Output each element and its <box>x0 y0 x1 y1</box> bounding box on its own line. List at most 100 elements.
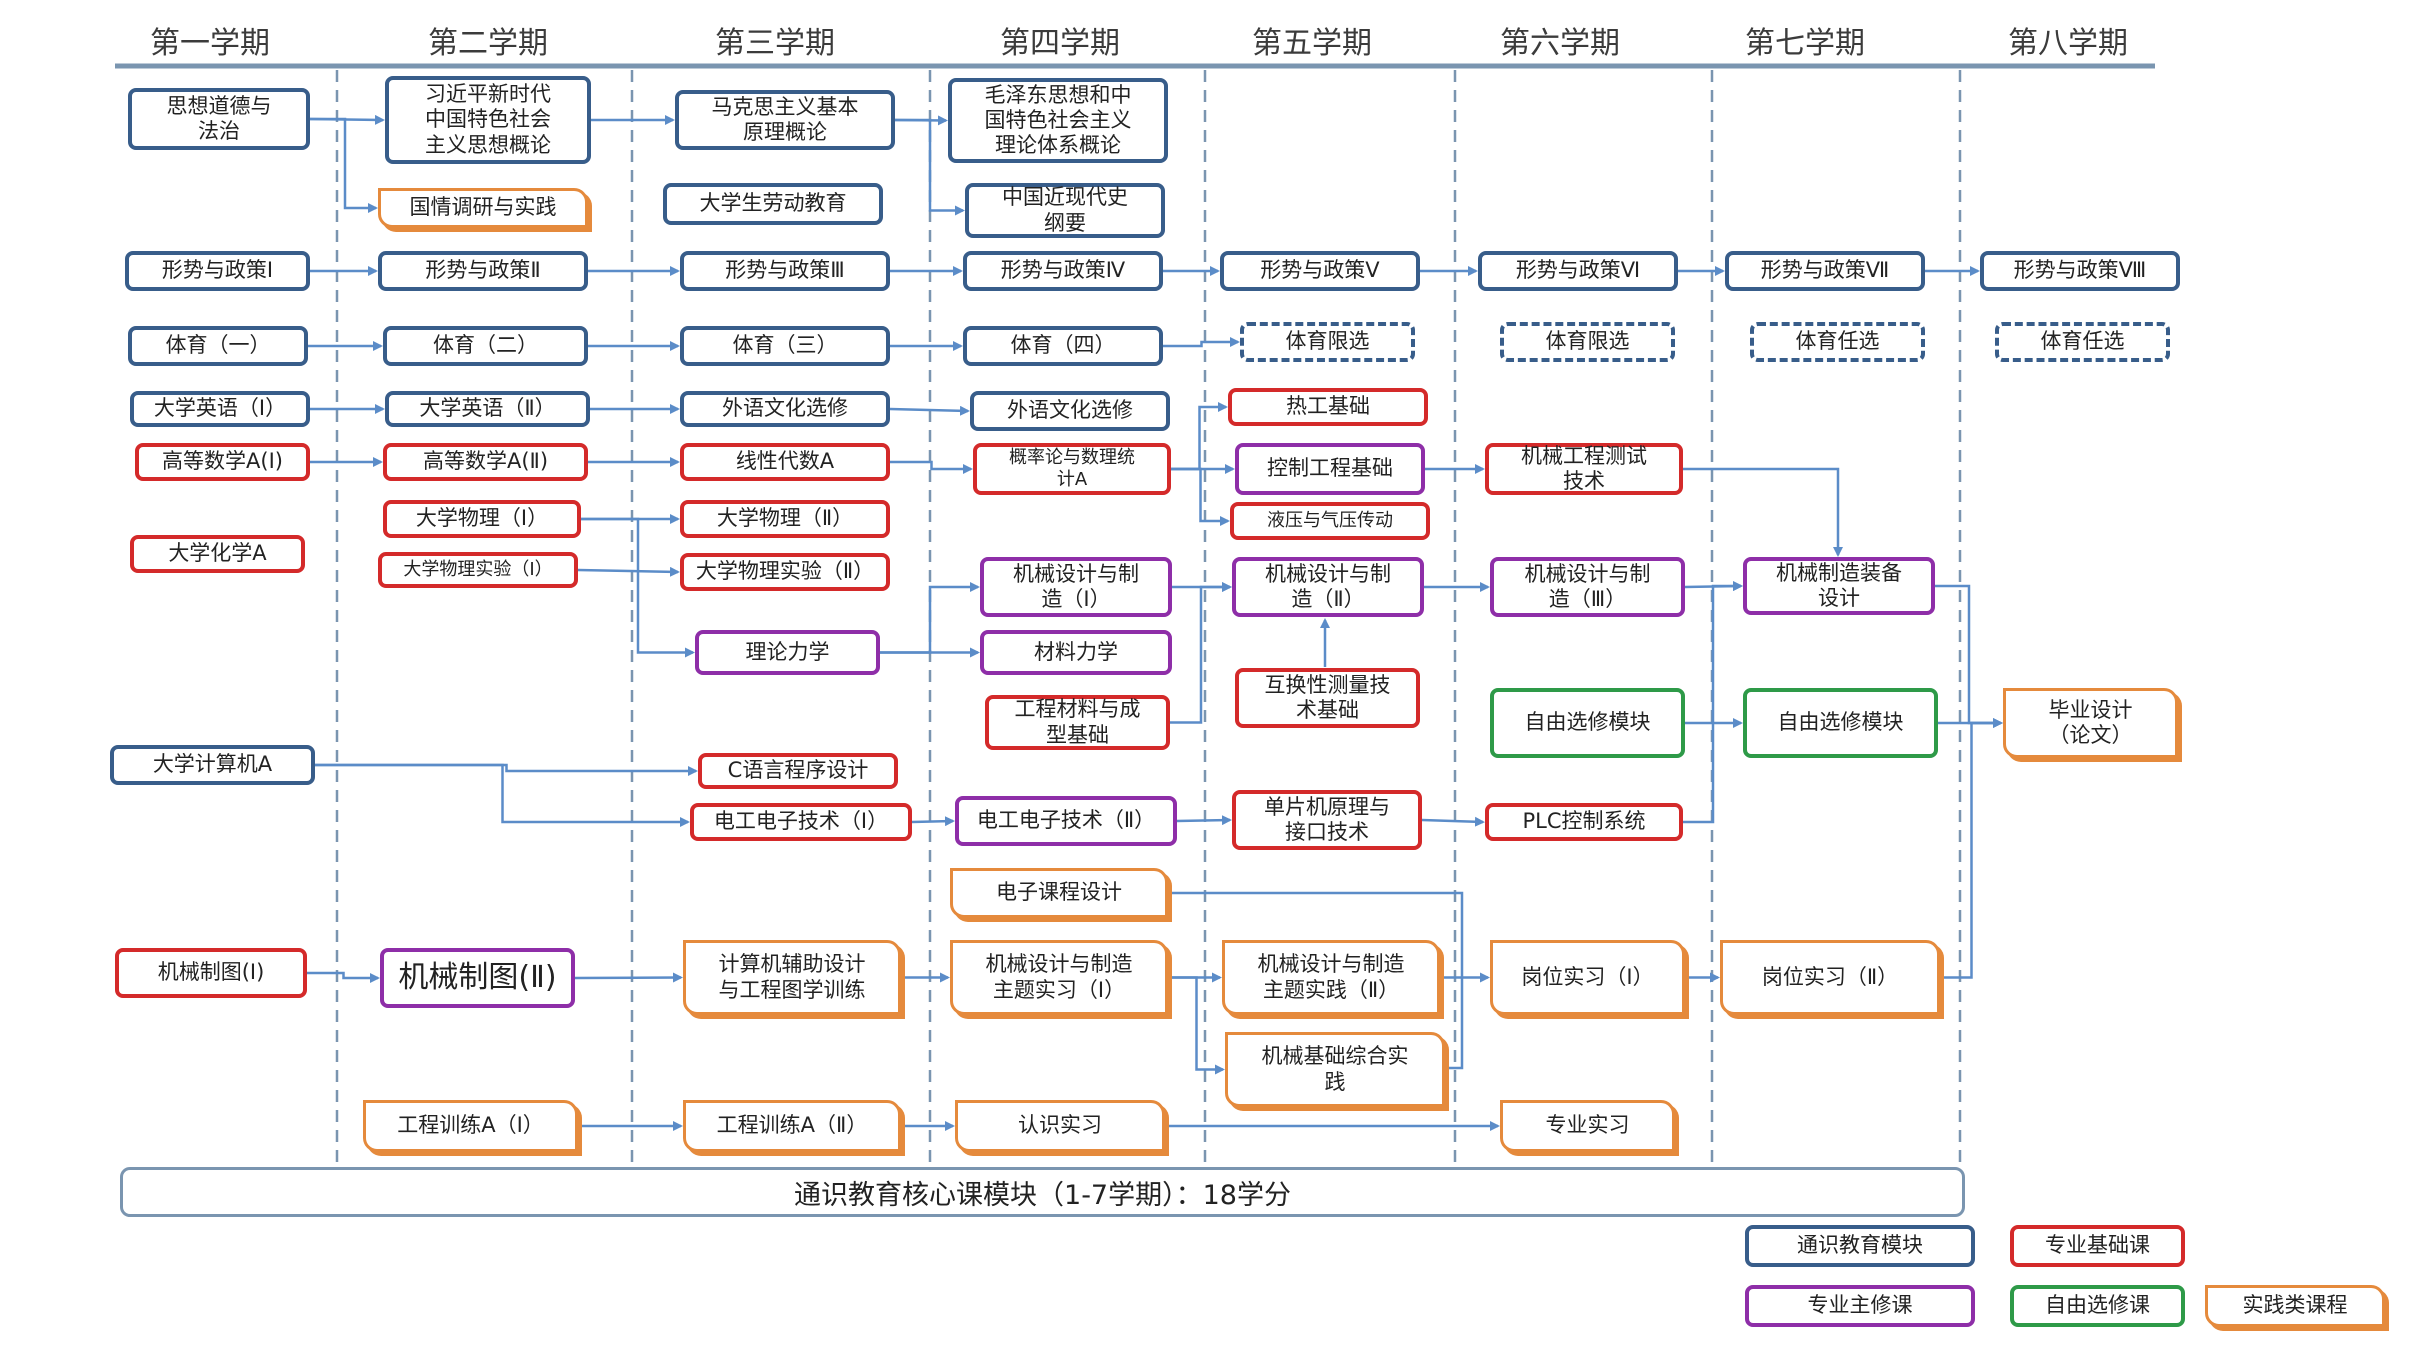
course-jsj: 大学计算机A <box>110 745 315 785</box>
course-c1: 思想道德与 法治 <box>128 88 310 150</box>
course-c7: 中国近现代史 纲要 <box>965 183 1165 238</box>
course-wl1: 大学物理（Ⅰ） <box>383 500 581 538</box>
course-yy: 液压与气压传动 <box>1230 502 1430 540</box>
course-s1: 形势与政策Ⅰ <box>125 251 310 291</box>
course-cs: 机械工程测试 技术 <box>1485 443 1683 495</box>
course-cl: 材料力学 <box>980 630 1172 675</box>
course-jx2: 机械设计与制 造（Ⅱ） <box>1232 557 1424 617</box>
course-p2: 体育（二） <box>383 326 588 366</box>
arrow-p4-p5 <box>1163 337 1240 348</box>
arrow-wl1-ll <box>581 517 695 658</box>
course-plc: PLC控制系统 <box>1485 803 1683 841</box>
course-zs1: 机械设计与制造 主题实习（Ⅰ） <box>950 940 1168 1015</box>
course-sy2: 大学物理实验（Ⅱ） <box>680 553 890 591</box>
arrow-sy1-sy2 <box>577 566 680 577</box>
arrow-zs1-zh <box>1168 976 1225 1075</box>
course-zt1: 机械制图(Ⅰ) <box>115 948 307 998</box>
course-zy7: 自由选修模块 <box>1743 688 1938 758</box>
arrow-dg1-dg2 <box>911 816 955 827</box>
course-c2: 习近平新时代 中国特色社会 主义思想概论 <box>385 76 591 164</box>
general-education-footer: 通识教育核心课模块（1-7学期）：18学分 <box>120 1167 1965 1217</box>
course-m2: 高等数学A(Ⅱ) <box>383 443 588 481</box>
course-sy1: 大学物理实验（Ⅰ） <box>378 552 578 588</box>
course-jx1: 机械设计与制 造（Ⅰ） <box>980 557 1172 617</box>
legend-item-2: 专业基础课 <box>2010 1225 2185 1267</box>
course-cyy: C语言程序设计 <box>698 753 898 789</box>
course-zs2: 机械设计与制造 主题实践（Ⅱ） <box>1222 940 1440 1015</box>
semester-header-8: 第八学期 <box>2008 26 2128 61</box>
course-m1: 高等数学A(Ⅰ) <box>135 443 310 481</box>
arrow-cs-zb <box>1683 467 1843 557</box>
course-zb: 机械制造装备 设计 <box>1743 557 1935 615</box>
course-m3: 线性代数A <box>680 443 890 481</box>
course-gx1: 工程训练A（Ⅰ） <box>363 1100 578 1152</box>
course-c5: 国情调研与实践 <box>378 188 588 228</box>
arrow-dz-zh <box>1168 891 1464 1070</box>
course-e3: 外语文化选修 <box>680 391 890 427</box>
course-hh: 互换性测量技 术基础 <box>1235 668 1420 728</box>
course-s7: 形势与政策Ⅶ <box>1725 251 1925 291</box>
course-gx2: 工程训练A（Ⅱ） <box>683 1100 901 1152</box>
semester-header-4: 第四学期 <box>1000 26 1120 61</box>
course-zy6: 自由选修模块 <box>1490 688 1685 758</box>
course-s2: 形势与政策Ⅱ <box>378 251 588 291</box>
course-dz: 电子课程设计 <box>950 868 1168 918</box>
course-zt2: 机械制图(Ⅱ) <box>380 948 575 1008</box>
course-p1: 体育（一） <box>128 326 308 366</box>
arrow-zb-by <box>1935 584 2003 728</box>
course-by: 毕业设计 （论文） <box>2003 688 2178 758</box>
course-p7: 体育任选 <box>1750 322 1925 362</box>
arrow-m4-yy <box>1171 467 1230 526</box>
arrow-m3-m4 <box>890 460 973 474</box>
legend-item-1: 通识教育模块 <box>1745 1225 1975 1267</box>
course-p6: 体育限选 <box>1500 322 1675 362</box>
course-gc: 工程材料与成 型基础 <box>985 695 1170 750</box>
course-c4: 毛泽东思想和中 国特色社会主义 理论体系概论 <box>948 78 1168 163</box>
course-e2: 大学英语（Ⅱ） <box>385 391 590 427</box>
course-wl2: 大学物理（Ⅱ） <box>680 500 890 538</box>
arrow-gc-jx2 <box>1170 582 1232 724</box>
arrow-zt1-zt2 <box>307 971 380 983</box>
course-c6: 大学生劳动教育 <box>663 183 883 225</box>
course-dg2: 电工电子技术（Ⅱ） <box>955 796 1177 846</box>
course-dp: 单片机原理与 接口技术 <box>1232 790 1422 850</box>
course-jx3: 机械设计与制 造（Ⅲ） <box>1490 557 1685 617</box>
course-m4: 概率论与数理统 计A <box>973 443 1171 495</box>
course-e1: 大学英语（Ⅰ） <box>130 391 310 427</box>
arrow-m4-rg <box>1171 402 1228 471</box>
course-p8: 体育任选 <box>1995 322 2170 362</box>
legend-item-5: 实践类课程 <box>2205 1285 2385 1327</box>
semester-header-6: 第六学期 <box>1500 26 1620 61</box>
arrow-ll-jx1 <box>880 582 980 654</box>
arrow-plc-zb <box>1683 581 1743 824</box>
course-s4: 形势与政策Ⅳ <box>963 251 1163 291</box>
arrow-zt2-cad <box>574 972 683 983</box>
semester-header-3: 第三学期 <box>715 26 835 61</box>
course-rg: 热工基础 <box>1228 388 1428 426</box>
arrow-gw2-by <box>1940 718 2003 979</box>
course-cad: 计算机辅助设计 与工程图学训练 <box>683 940 901 1015</box>
course-e4: 外语文化选修 <box>970 391 1170 431</box>
arrow-jsj-dg1 <box>315 763 690 827</box>
legend-item-4: 自由选修课 <box>2010 1285 2185 1327</box>
course-s5: 形势与政策Ⅴ <box>1220 251 1420 291</box>
arrow-c1-c5 <box>310 117 378 213</box>
course-p4: 体育（四） <box>963 326 1163 366</box>
semester-header-1: 第一学期 <box>150 26 270 61</box>
course-gw1: 岗位实习（Ⅰ） <box>1490 940 1685 1015</box>
semester-header-2: 第二学期 <box>428 26 548 61</box>
course-zh: 机械基础综合实 践 <box>1225 1032 1445 1107</box>
semester-header-5: 第五学期 <box>1252 26 1372 61</box>
semester-header-7: 第七学期 <box>1745 26 1865 61</box>
course-rs: 认识实习 <box>955 1100 1165 1152</box>
course-p3: 体育（三） <box>680 326 890 366</box>
course-p5: 体育限选 <box>1240 322 1415 362</box>
course-c3: 马克思主义基本 原理概论 <box>675 90 895 150</box>
arrow-c3-c7 <box>895 118 965 216</box>
course-s3: 形势与政策Ⅲ <box>680 251 890 291</box>
course-ll: 理论力学 <box>695 630 880 675</box>
course-gw2: 岗位实习（Ⅱ） <box>1720 940 1940 1015</box>
arrow-dg2-dp <box>1176 815 1232 826</box>
